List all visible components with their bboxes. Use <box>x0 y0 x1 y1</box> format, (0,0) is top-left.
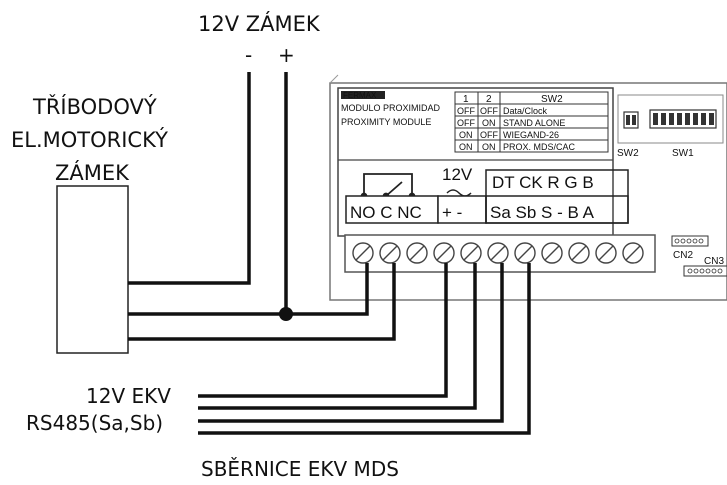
motor-lock-label-line2: EL.MOTORICKÝ <box>11 127 168 152</box>
power-terminal-box <box>437 195 487 224</box>
wire-bus-1 <box>198 263 448 398</box>
wire-motor-to-relay-no <box>128 263 369 316</box>
sw2-row1-c2: OFF <box>480 106 498 116</box>
lock-plus-label: + <box>278 43 295 67</box>
sw2-row4-c1: ON <box>459 142 473 152</box>
sw1-label: SW1 <box>672 148 694 159</box>
cn2-label: CN2 <box>673 250 693 261</box>
wire-junction-dot <box>279 307 293 321</box>
wire-motor-to-relay-c <box>128 263 396 341</box>
data-terminal-labels-top: DT CK R G B <box>492 173 594 192</box>
proximity-module: FERMAX MODULO PROXIMIDAD PROXIMITY MODUL… <box>329 74 727 301</box>
brand-logo <box>341 91 385 99</box>
sw2-header-sw2: SW2 <box>541 94 563 105</box>
brand-logo-text: FERMAX <box>343 91 377 100</box>
power-label: 12V <box>442 165 473 184</box>
bus-12v-label: 12V EKV <box>86 384 171 408</box>
motor-lock-label-line1: TŘÍBODOVÝ <box>32 94 157 119</box>
sw1-dip-switch <box>649 109 717 129</box>
screw-terminal-strip <box>344 234 656 273</box>
sw2-row4-c3: PROX. MDS/CAC <box>503 142 576 152</box>
motor-lock-box <box>56 185 129 354</box>
sw2-row4-c2: ON <box>482 142 496 152</box>
sw2-settings-table: 1 2 SW2 OFF OFF Data/Clock OFF ON STAND … <box>454 91 609 153</box>
cn3-connector <box>683 265 727 277</box>
relay-terminal-box <box>345 195 439 224</box>
module-name-line1: MODULO PROXIMIDAD <box>341 103 441 113</box>
dip-switch-panel: SW2 SW1 <box>617 94 724 159</box>
bus-title: SBĚRNICE EKV MDS <box>201 457 399 481</box>
sw2-label: SW2 <box>617 148 639 159</box>
power-terminal-labels: + - <box>442 203 462 222</box>
lock-minus-label: - <box>245 43 252 67</box>
sw2-row3-c2: OFF <box>480 130 498 140</box>
bus-rs485-label: RS485(Sa,Sb) <box>26 411 163 435</box>
wire-bus-4 <box>198 263 531 435</box>
sw2-row1-c3: Data/Clock <box>503 106 548 116</box>
relay-terminal-labels: NO C NC <box>350 203 422 222</box>
lock-title: 12V ZÁMEK <box>198 11 321 36</box>
wire-lock-minus <box>128 72 251 285</box>
sw2-row3-c3: WIEGAND-26 <box>503 130 559 140</box>
sw2-header-2: 2 <box>486 94 492 105</box>
cn2-connector <box>671 235 709 247</box>
sw2-row1-c1: OFF <box>457 106 475 116</box>
module-name-line2: PROXIMITY MODULE <box>341 117 431 127</box>
sw2-header-1: 1 <box>463 94 469 105</box>
sw2-row2-c1: OFF <box>457 118 475 128</box>
motor-lock-label-line3: ZÁMEK <box>55 160 130 185</box>
data-terminal-labels-bottom: Sa Sb S - B A <box>490 203 595 222</box>
wires <box>128 72 531 435</box>
sw2-row2-c3: STAND ALONE <box>503 118 565 128</box>
cn3-label: CN3 <box>704 256 724 267</box>
wire-bus-2 <box>198 263 477 410</box>
sw2-row2-c2: ON <box>482 118 496 128</box>
sw2-row3-c1: ON <box>459 130 473 140</box>
wire-bus-3 <box>198 263 504 423</box>
